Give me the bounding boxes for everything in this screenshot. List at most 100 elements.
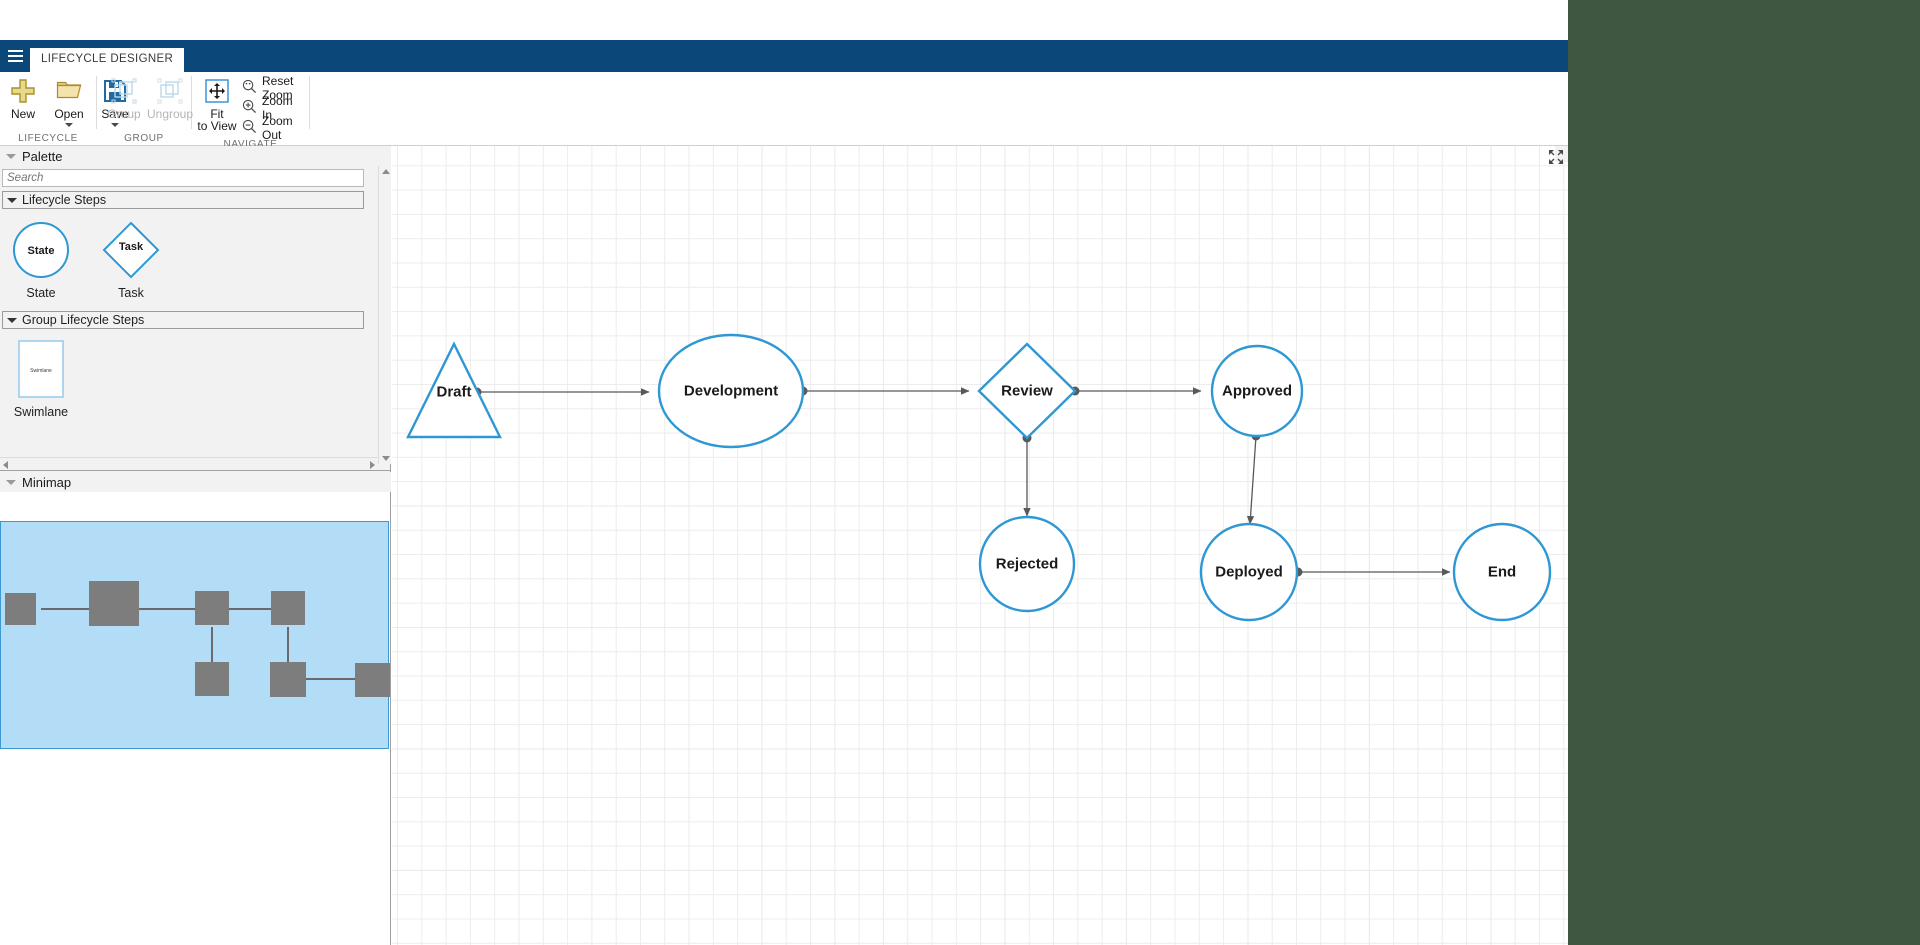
minimap-graph xyxy=(5,581,390,697)
palette-horizontal-scrollbar[interactable] xyxy=(0,457,378,470)
node-draft-shape xyxy=(406,341,502,439)
svg-text:Swimlane: Swimlane xyxy=(30,368,52,374)
node-deployed-shape xyxy=(1199,522,1299,622)
ribbon-separator-3 xyxy=(309,76,310,129)
ungroup-button-label: Ungroup xyxy=(146,107,194,121)
collapse-chevron-icon[interactable] xyxy=(6,153,16,159)
zoom-in-label: Zoom In xyxy=(262,94,293,122)
ribbon-separator-1 xyxy=(96,76,97,129)
palette-row-lifecycle-steps: State State Task Task xyxy=(0,209,378,300)
section-group-lifecycle-steps[interactable]: Group Lifecycle Steps xyxy=(2,311,364,329)
zoom-in-icon xyxy=(242,99,257,117)
palette-body: Lifecycle Steps State State Task xyxy=(0,166,378,464)
palette-header[interactable]: Palette xyxy=(0,146,391,166)
ribbon-toolbar: New Open xyxy=(0,72,1568,150)
lifecycle-designer-app: LIFECYCLE DESIGNER New xyxy=(0,0,1568,945)
palette-pane: Palette Lifecycle Steps State xyxy=(0,146,391,471)
scroll-left-arrow-icon[interactable] xyxy=(3,461,8,469)
ribbon-separator-2 xyxy=(191,76,192,129)
plus-icon xyxy=(10,77,36,105)
palette-vertical-scrollbar[interactable] xyxy=(378,166,391,464)
group-button-label: Group xyxy=(107,107,141,121)
document-tab-strip: LIFECYCLE DESIGNER xyxy=(30,40,185,72)
scroll-right-arrow-icon[interactable] xyxy=(370,461,375,469)
hamburger-icon[interactable] xyxy=(0,40,30,72)
fit-to-view-button-label: Fit to View xyxy=(197,108,236,132)
ribbon-group-group-title: GROUP xyxy=(124,133,164,144)
canvas-fit-icon[interactable] xyxy=(1547,148,1565,166)
fit-to-view-button[interactable]: Fit to View xyxy=(194,75,240,132)
new-button[interactable]: New xyxy=(0,75,46,120)
save-dropdown-caret-icon[interactable] xyxy=(111,123,119,127)
minimap-viewport-rect[interactable] xyxy=(0,521,390,749)
open-button-label: Open xyxy=(54,107,84,121)
group-button[interactable]: Group xyxy=(101,75,147,120)
palette-item-state-caption: State xyxy=(26,286,56,300)
node-review-shape xyxy=(977,342,1077,440)
minimap-header[interactable]: Minimap xyxy=(0,472,391,492)
palette-item-swimlane-caption: Swimlane xyxy=(13,405,69,419)
minimap-header-label: Minimap xyxy=(22,474,72,490)
zoom-in-button[interactable]: Zoom In xyxy=(240,94,309,122)
tab-label: LIFECYCLE DESIGNER xyxy=(41,53,174,65)
zoom-out-label: Zoom Out xyxy=(262,114,293,142)
fit-to-view-icon xyxy=(205,77,229,105)
edge-review-rejected xyxy=(1022,433,1032,517)
section-lifecycle-steps[interactable]: Lifecycle Steps xyxy=(2,191,364,209)
edge-development-review xyxy=(798,386,970,396)
swimlane-shape-icon: Swimlane xyxy=(18,340,64,398)
scroll-up-arrow-icon[interactable] xyxy=(382,169,390,174)
edge-approved-deployed xyxy=(1246,431,1261,525)
zoom-commands: Reset Zoom Zoom In xyxy=(240,74,309,142)
tab-lifecycle-designer[interactable]: LIFECYCLE DESIGNER xyxy=(30,48,185,72)
folder-icon xyxy=(56,77,82,105)
new-button-label: New xyxy=(10,107,35,121)
section-chevron-icon[interactable] xyxy=(7,197,17,203)
ungroup-icon xyxy=(157,77,183,105)
section-chevron-icon-2[interactable] xyxy=(7,317,17,323)
diagram-graph xyxy=(406,333,1552,622)
palette-item-state[interactable]: State State xyxy=(4,221,78,300)
ungroup-button[interactable]: Ungroup xyxy=(147,75,193,120)
palette-header-label: Palette xyxy=(22,148,63,164)
minimap-body[interactable] xyxy=(0,492,390,945)
left-panel: Palette Lifecycle Steps State xyxy=(0,146,391,945)
open-button[interactable]: Open xyxy=(46,75,92,127)
minimap-pane: Minimap xyxy=(0,472,391,945)
zoom-out-icon xyxy=(242,119,257,137)
ribbon-group-navigate-title: NAVIGATE xyxy=(223,139,278,150)
group-icon xyxy=(111,77,137,105)
svg-text:State: State xyxy=(28,245,55,257)
node-rejected-shape xyxy=(978,515,1076,613)
diagram-canvas[interactable]: Draft Development Review Approved Reject… xyxy=(392,146,1568,945)
fit-label-line1: Fit xyxy=(210,107,224,121)
section-lifecycle-steps-label: Lifecycle Steps xyxy=(22,193,107,207)
zoom-out-button[interactable]: Zoom Out xyxy=(240,114,309,142)
ribbon-group-navigate: Fit to View xyxy=(192,72,309,150)
save-button-label: Save xyxy=(101,107,129,121)
palette-search-wrap xyxy=(0,166,378,189)
palette-row-group-steps: Swimlane Swimlane xyxy=(0,329,378,419)
search-input[interactable] xyxy=(2,169,364,187)
palette-item-task[interactable]: Task Task xyxy=(94,221,168,300)
open-dropdown-caret-icon[interactable] xyxy=(65,123,73,127)
section-group-lifecycle-steps-label: Group Lifecycle Steps xyxy=(22,313,145,327)
state-shape-icon: State xyxy=(13,222,69,278)
title-bar: LIFECYCLE DESIGNER xyxy=(0,40,1568,72)
ribbon-group-lifecycle: New Open xyxy=(0,72,129,146)
ribbon-group-group: Group Ungroup xyxy=(97,72,193,146)
edge-review-approved xyxy=(1070,386,1202,396)
ribbon-group-lifecycle-title: LIFECYCLE xyxy=(18,133,78,144)
minimap-collapse-chevron-icon[interactable] xyxy=(6,479,16,485)
reset-zoom-label: Reset Zoom xyxy=(262,74,294,102)
edge-deployed-end xyxy=(1293,567,1451,577)
scroll-down-arrow-icon[interactable] xyxy=(382,456,390,461)
reset-zoom-button[interactable]: Reset Zoom xyxy=(240,74,309,102)
edge-draft-development xyxy=(472,387,650,397)
palette-item-swimlane[interactable]: Swimlane Swimlane xyxy=(4,340,78,419)
fit-label-line2: to View xyxy=(197,119,237,133)
task-shape-icon: Task xyxy=(102,221,160,279)
node-development-shape xyxy=(657,333,805,449)
node-end-shape xyxy=(1452,522,1552,622)
svg-text:Task: Task xyxy=(119,241,144,253)
